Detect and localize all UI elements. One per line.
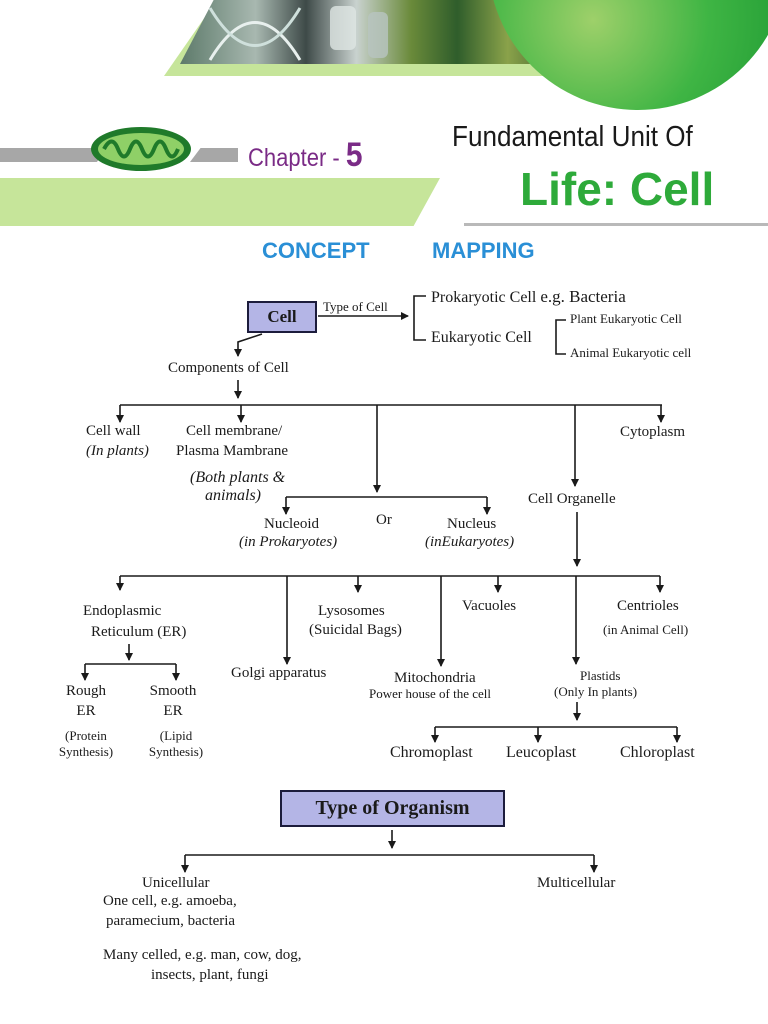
plastids: Plastids [580,668,621,683]
centrioles-note: (in Animal Cell) [603,622,689,637]
rough-er-line-1: Rough [65,683,106,699]
cell-membrane-note-2: animals) [205,487,261,504]
section-heading-mapping: MAPPING [432,238,535,263]
nucleoid-note: (in Prokaryotes) [239,534,338,550]
lysosomes-note: (Suicidal Bags) [309,622,402,638]
cell-membrane-note-1: (Both plants & [190,469,286,486]
plastids-note: (Only In plants) [554,684,638,699]
er-line-1: Endoplasmic [83,603,162,619]
unicellular: Unicellular [142,875,210,891]
rough-er-note-1: (Protein [65,728,107,743]
chapter-number: 5 [345,136,363,174]
nucleus: Nucleus [447,516,497,532]
chromoplast: Chromoplast [390,744,473,761]
cell-organelle: Cell Organelle [528,491,616,507]
title-line-2: Life: Cell [520,163,715,215]
golgi-apparatus: Golgi apparatus [231,665,327,681]
light-green-band [0,178,440,226]
vacuoles: Vacuoles [462,598,517,614]
type-of-organism-box: Type of Organism [280,790,505,827]
or-label: Or [376,512,392,528]
nucleoid: Nucleoid [264,516,319,532]
chapter-label: Chapter - 5 [248,138,362,173]
rough-er-note-2: Synthesis) [58,744,114,759]
prokaryotic-cell: Prokaryotic Cell e.g. Bacteria [431,288,626,307]
lysosomes: Lysosomes [318,603,385,619]
cell-root-box: Cell [247,301,317,333]
smooth-er-line-2: ER [163,703,183,719]
dna-helix-icon [208,6,388,61]
type-of-cell-label: Type of Cell [323,299,388,314]
chapter-label-text: Chapter - [248,144,346,172]
multicellular: Multicellular [537,875,616,891]
nucleus-note: (inEukaryotes) [425,534,515,550]
rough-er-line-2: ER [76,703,96,719]
plant-eukaryotic-cell: Plant Eukaryotic Cell [570,311,682,326]
smooth-er-note-1: (Lipid [159,728,193,743]
prokaryotic-example: e.g. Bacteria [540,287,626,306]
cell-wall: Cell wall [86,423,141,439]
title-underline [464,223,768,226]
er-line-2: Reticulum (ER) [91,624,187,640]
cell-membrane-line-1: Cell membrane/ [186,423,283,439]
title-line-1: Fundamental Unit Of [452,121,693,153]
grey-bar-right [190,148,238,162]
mitochondria: Mitochondria [394,670,476,686]
chloroplast: Chloroplast [620,744,695,761]
mitochondria-icon [91,127,191,171]
section-heading-concept: CONCEPT [262,238,370,263]
grey-bar-left [0,148,110,162]
smooth-er-line-1: Smooth [149,683,197,699]
multicellular-desc-2: insects, plant, fungi [151,967,269,983]
animal-eukaryotic-cell: Animal Eukaryotic cell [570,345,692,360]
smooth-er-note-2: Synthesis) [148,744,204,759]
unicellular-desc-1: One cell, e.g. amoeba, [103,893,237,909]
cytoplasm: Cytoplasm [620,424,686,440]
multicellular-desc-1: Many celled, e.g. man, cow, dog, [103,947,302,963]
prokaryotic-cell-label: Prokaryotic Cell [431,289,537,306]
components-of-cell: Components of Cell [168,360,289,376]
eukaryotic-cell: Eukaryotic Cell [431,329,532,346]
centrioles: Centrioles [617,598,679,614]
header-banner: Chapter - 5 Fundamental Unit Of Life: Ce… [0,0,768,230]
leucoplast: Leucoplast [506,744,577,761]
cell-membrane-line-2: Plasma Mambrane [176,443,289,459]
mitochondria-note: Power house of the cell [369,686,492,701]
unicellular-desc-2: paramecium, bacteria [106,913,236,929]
cell-wall-note: (In plants) [86,443,149,459]
